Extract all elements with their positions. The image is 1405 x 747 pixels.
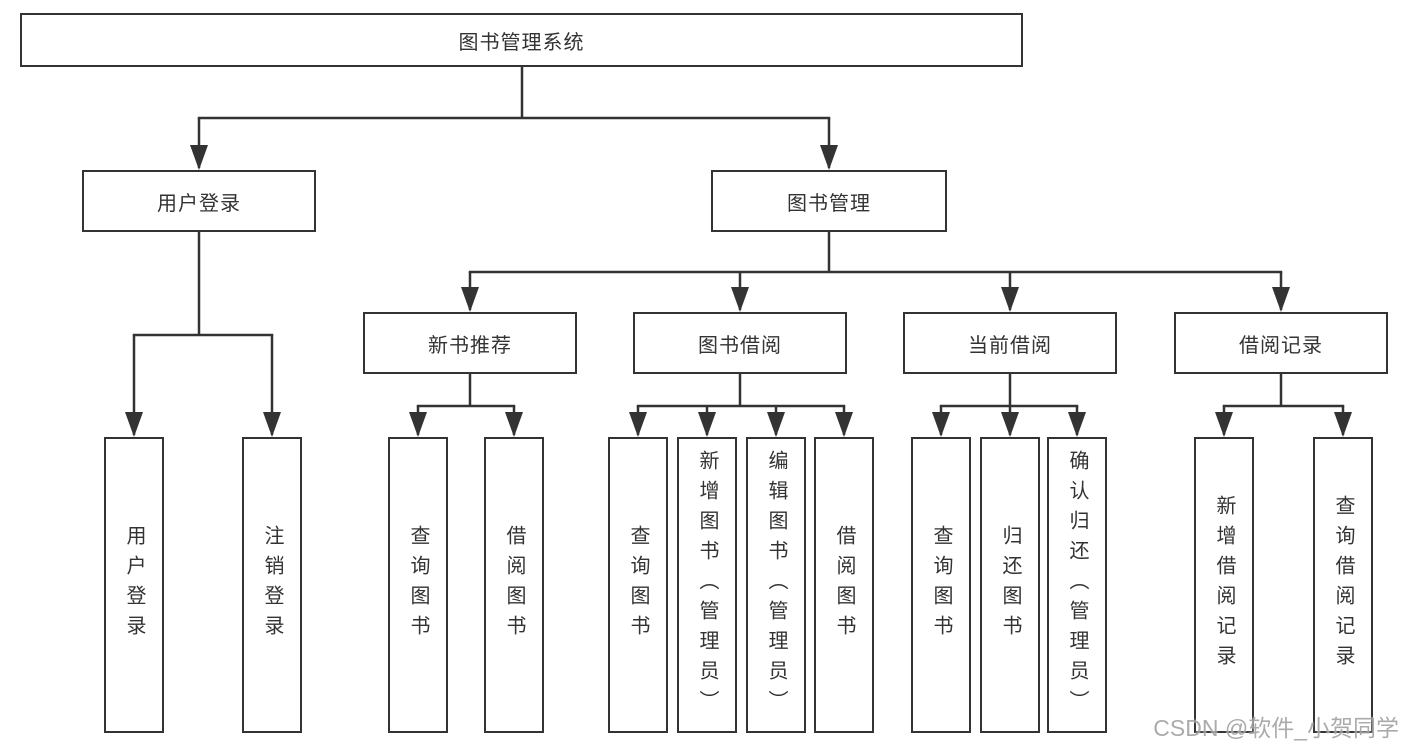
node-current-borrowing: 当前借阅 bbox=[903, 312, 1117, 374]
node-label: 查询图书 bbox=[627, 525, 649, 645]
node-label: 新增借阅记录 bbox=[1213, 495, 1235, 675]
node-label: 图书借阅 bbox=[698, 334, 782, 357]
node-book-borrowing: 图书借阅 bbox=[633, 312, 847, 374]
leaf-current-return-books: 归还图书 bbox=[980, 437, 1040, 733]
node-label: 图书管理 bbox=[787, 192, 871, 215]
node-book-management: 图书管理 bbox=[711, 170, 947, 232]
node-label: 新增图书（管理员） bbox=[696, 450, 718, 720]
node-label: 借阅图书 bbox=[833, 525, 855, 645]
node-label: 查询借阅记录 bbox=[1332, 495, 1354, 675]
leaf-newbook-borrow-books: 借阅图书 bbox=[484, 437, 544, 733]
leaf-newbook-query-books: 查询图书 bbox=[388, 437, 448, 733]
leaf-current-query-books: 查询图书 bbox=[911, 437, 971, 733]
leaf-borrow-query-books: 查询图书 bbox=[608, 437, 668, 733]
node-new-book-recommendation: 新书推荐 bbox=[363, 312, 577, 374]
leaf-records-query-borrow-record: 查询借阅记录 bbox=[1313, 437, 1373, 733]
node-borrowing-records: 借阅记录 bbox=[1174, 312, 1388, 374]
node-label: 查询图书 bbox=[407, 525, 429, 645]
node-root-library-management-system: 图书管理系统 bbox=[20, 13, 1023, 67]
node-label: 借阅记录 bbox=[1239, 334, 1323, 357]
leaf-borrow-borrow-books: 借阅图书 bbox=[814, 437, 874, 733]
leaf-borrow-edit-books-admin: 编辑图书（管理员） bbox=[746, 437, 806, 733]
leaf-current-confirm-return-admin: 确认归还（管理员） bbox=[1047, 437, 1107, 733]
node-label: 编辑图书（管理员） bbox=[765, 450, 787, 720]
node-label: 新书推荐 bbox=[428, 334, 512, 357]
node-label: 当前借阅 bbox=[968, 334, 1052, 357]
node-label: 用户登录 bbox=[123, 525, 145, 645]
node-label: 归还图书 bbox=[999, 525, 1021, 645]
node-label: 查询图书 bbox=[930, 525, 952, 645]
node-user-login: 用户登录 bbox=[82, 170, 316, 232]
node-label: 用户登录 bbox=[157, 192, 241, 215]
leaf-borrow-add-books-admin: 新增图书（管理员） bbox=[677, 437, 737, 733]
node-label: 注销登录 bbox=[261, 525, 283, 645]
leaf-records-add-borrow-record: 新增借阅记录 bbox=[1194, 437, 1254, 733]
leaf-user-login: 用户登录 bbox=[104, 437, 164, 733]
leaf-logout: 注销登录 bbox=[242, 437, 302, 733]
arrowhead-icons bbox=[125, 145, 1352, 437]
node-label: 确认归还（管理员） bbox=[1066, 450, 1088, 720]
node-label: 借阅图书 bbox=[503, 525, 525, 645]
node-label: 图书管理系统 bbox=[458, 31, 585, 54]
